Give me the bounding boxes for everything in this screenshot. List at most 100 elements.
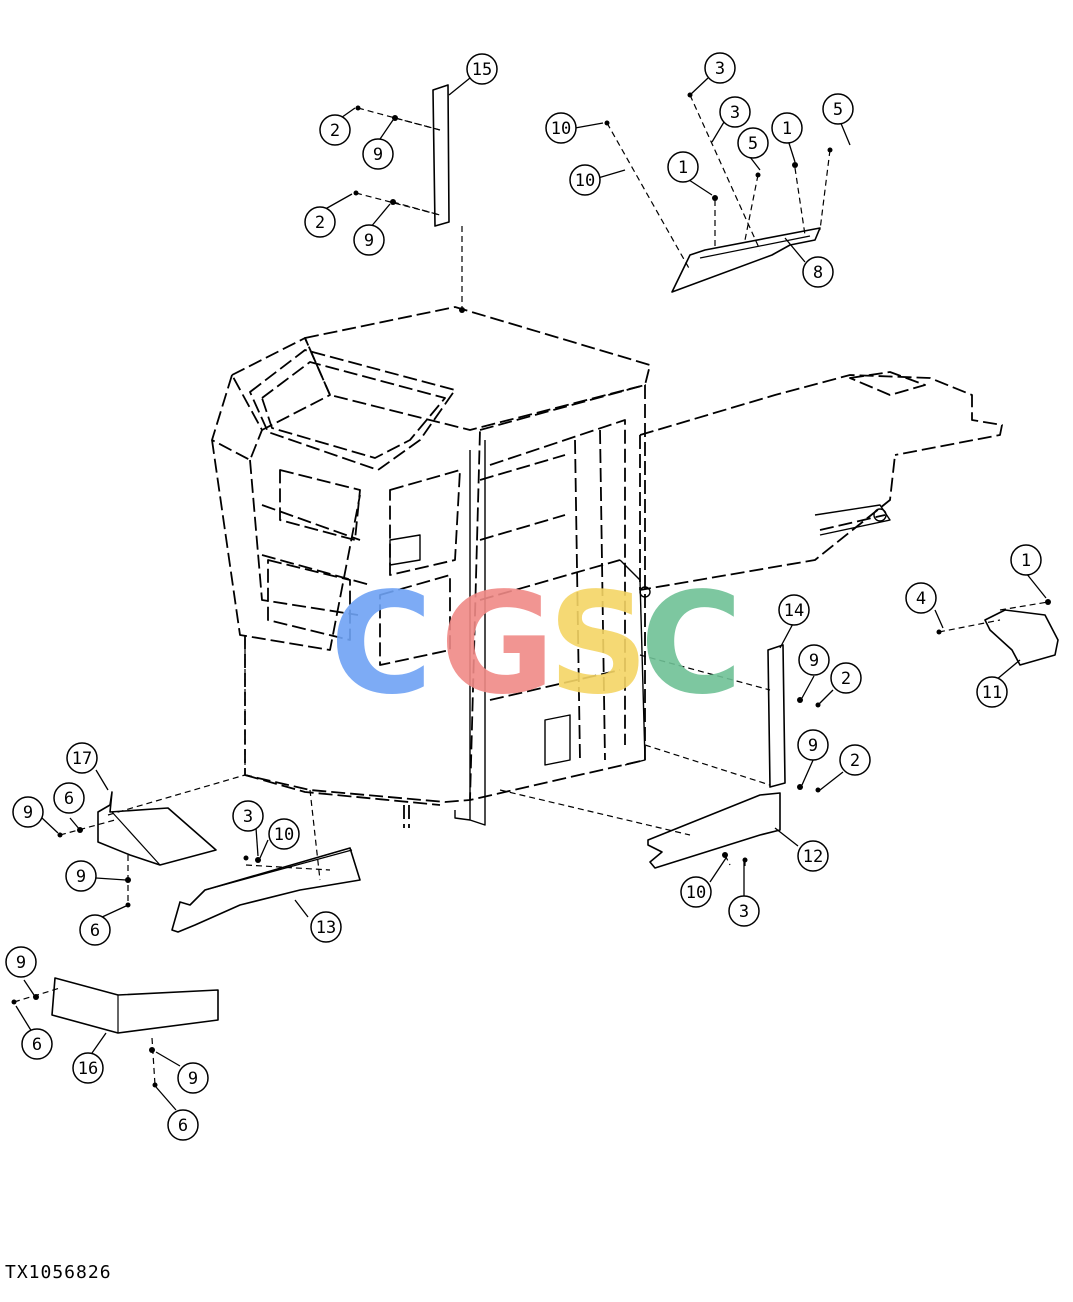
callout-17: 17	[66, 742, 98, 774]
callout-label: 6	[90, 921, 100, 941]
callout-circle	[905, 582, 937, 614]
callout-circle	[778, 594, 810, 626]
callout-3: 3	[704, 52, 736, 84]
callout-6: 6	[167, 1109, 199, 1141]
callout-label: 11	[982, 683, 1002, 703]
callout-label: 9	[188, 1069, 198, 1089]
cab-details	[389, 440, 891, 826]
callout-label: 16	[78, 1059, 98, 1079]
watermark: C G S C	[330, 563, 743, 726]
callout-label: 3	[739, 902, 749, 922]
callout-circle	[66, 742, 98, 774]
fasteners	[11, 92, 1051, 1088]
callout-circle	[667, 151, 699, 183]
callout-label: 6	[32, 1035, 42, 1055]
callout-9: 9	[798, 644, 830, 676]
callout-14: 14	[778, 594, 810, 626]
callout-2: 2	[319, 114, 351, 146]
callout-16: 16	[72, 1052, 104, 1084]
callout-circle	[5, 946, 37, 978]
part-16-plate	[51, 977, 219, 1034]
part-8-plate	[671, 227, 821, 293]
callout-circle	[797, 840, 829, 872]
callout-2: 2	[304, 206, 336, 238]
callout-9: 9	[177, 1062, 209, 1094]
watermark-letter-g: G	[440, 563, 555, 726]
callout-circle	[771, 112, 803, 144]
part-13-plate	[171, 847, 361, 933]
part-15-panel	[432, 84, 450, 227]
callout-label: 1	[678, 158, 688, 178]
callout-2: 2	[839, 744, 871, 776]
callout-circle	[802, 256, 834, 288]
callout-9: 9	[5, 946, 37, 978]
watermark-letter-s: S	[548, 563, 649, 726]
callout-3: 3	[232, 800, 264, 832]
callout-13: 13	[310, 911, 342, 943]
callout-label: 10	[274, 825, 294, 845]
callout-2: 2	[830, 662, 862, 694]
callout-label: 9	[373, 145, 383, 165]
callout-label: 3	[730, 103, 740, 123]
callout-circle	[466, 53, 498, 85]
part-11-bracket	[984, 609, 1059, 666]
callout-label: 2	[330, 121, 340, 141]
callout-circle	[304, 206, 336, 238]
callout-label: 13	[316, 918, 336, 938]
callout-4: 4	[905, 582, 937, 614]
figure-id: TX1056826	[5, 1262, 112, 1283]
callout-15: 15	[466, 53, 498, 85]
callout-circle	[319, 114, 351, 146]
callout-label: 6	[64, 789, 74, 809]
callout-10: 10	[545, 112, 577, 144]
watermark-letter-c1: C	[330, 563, 433, 726]
callout-circle	[177, 1062, 209, 1094]
callout-circle	[797, 729, 829, 761]
callout-circle	[310, 911, 342, 943]
callout-10: 10	[268, 818, 300, 850]
callout-circle	[798, 644, 830, 676]
part-12-plate	[647, 792, 781, 869]
callout-label: 2	[841, 669, 851, 689]
callout-9: 9	[12, 796, 44, 828]
callout-label: 15	[472, 60, 492, 80]
callout-10: 10	[569, 164, 601, 196]
callout-label: 5	[748, 134, 758, 154]
callout-circle	[167, 1109, 199, 1141]
callout-9: 9	[353, 224, 385, 256]
callout-circle	[353, 224, 385, 256]
callout-circle	[21, 1028, 53, 1060]
callout-6: 6	[21, 1028, 53, 1060]
callout-circle	[704, 52, 736, 84]
callout-label: 17	[72, 749, 92, 769]
callout-1: 1	[771, 112, 803, 144]
watermark-letter-c2: C	[640, 563, 743, 726]
part-17-bracket	[97, 791, 217, 866]
callout-circle	[976, 676, 1008, 708]
callout-circle	[680, 876, 712, 908]
callout-label: 9	[16, 953, 26, 973]
callout-label: 9	[364, 231, 374, 251]
callout-circle	[79, 914, 111, 946]
callout-circle	[72, 1052, 104, 1084]
callout-label: 6	[178, 1116, 188, 1136]
callout-circle	[728, 895, 760, 927]
callout-5: 5	[737, 127, 769, 159]
callout-10: 10	[680, 876, 712, 908]
callout-label: 1	[1021, 551, 1031, 571]
callout-9: 9	[362, 138, 394, 170]
callouts: 1529293103101515814111492921210317969631…	[5, 52, 1042, 1141]
callout-3: 3	[728, 895, 760, 927]
callout-label: 9	[23, 803, 33, 823]
callout-label: 1	[782, 119, 792, 139]
callout-9: 9	[797, 729, 829, 761]
callout-circle	[268, 818, 300, 850]
callout-label: 3	[715, 59, 725, 79]
callout-11: 11	[976, 676, 1008, 708]
callout-circle	[12, 796, 44, 828]
part-14-panel	[767, 644, 786, 788]
callout-label: 4	[916, 589, 926, 609]
callout-label: 10	[575, 171, 595, 191]
callout-circle	[737, 127, 769, 159]
